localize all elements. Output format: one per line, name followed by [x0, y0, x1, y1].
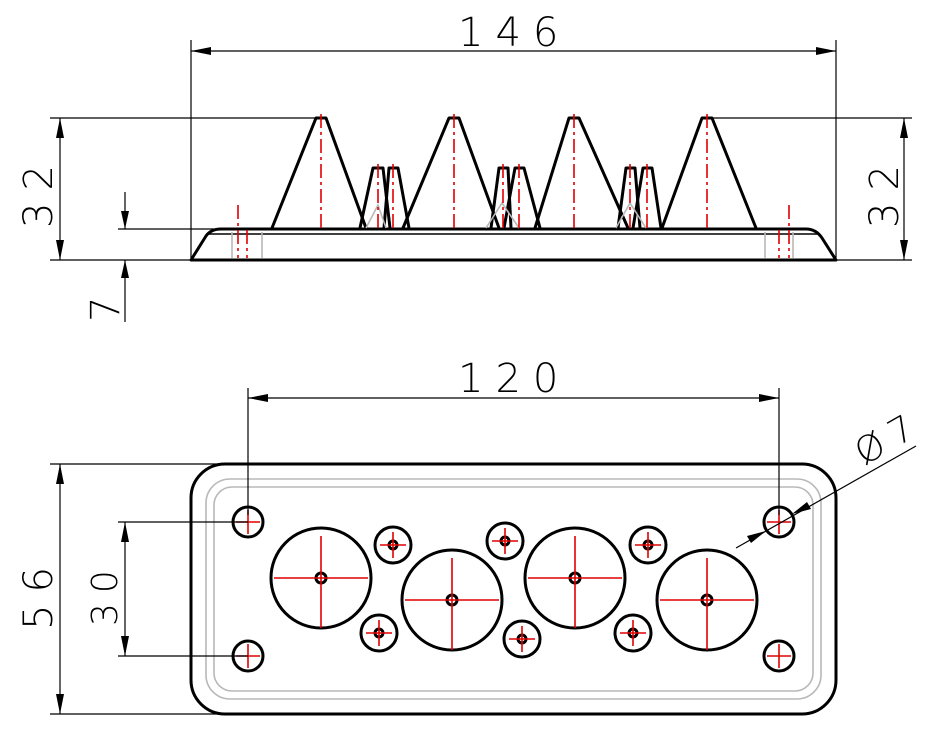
dim-base-thickness-label: 7: [83, 285, 129, 322]
base-plate-outline: [189, 227, 838, 262]
small-cone-plan: [485, 521, 525, 561]
dim-overall-length-label: 146: [458, 10, 570, 56]
small-cone-plan: [628, 525, 668, 565]
dimension-height-right: 32: [712, 117, 912, 261]
small-cone-plan: [613, 613, 653, 653]
dimension-base-thickness: 7: [83, 192, 280, 322]
plate-inner-outline-2: [213, 486, 814, 692]
large-cone-plan: [523, 526, 627, 630]
hidden-cone-line: [485, 201, 520, 229]
large-cone-plan: [655, 548, 759, 652]
small-cone-plan: [373, 525, 413, 565]
small-cone-plan: [359, 613, 399, 653]
dim-hole-spacing-label: 120: [458, 356, 570, 402]
top-view: 120 56 30 Ø7: [16, 356, 930, 716]
large-cone: [533, 116, 630, 230]
large-cone-plan: [400, 548, 504, 652]
plate-inner-outline: [205, 478, 822, 700]
large-cone: [401, 116, 501, 230]
dim-hole-pitch-label: 30: [85, 560, 126, 626]
large-cone-plan: [269, 526, 373, 630]
dim-hole-diameter-label: Ø7: [848, 403, 930, 474]
large-cone: [270, 116, 368, 230]
side-view: 146 32 32 7: [16, 10, 912, 322]
hidden-cone-line: [365, 202, 387, 229]
dimension-hole-spacing: 120: [247, 356, 780, 515]
mounting-hole: [762, 639, 796, 673]
dimension-overall-width: 56: [16, 463, 240, 715]
plate-outer-outline: [189, 462, 838, 716]
dimension-height-left: 32: [16, 117, 318, 261]
dimension-overall-length: 146: [190, 10, 837, 258]
dim-height-left-label: 32: [16, 153, 62, 228]
dimension-hole-pitch: 30: [85, 521, 248, 657]
large-cone: [660, 116, 758, 230]
dim-overall-width-label: 56: [16, 555, 62, 630]
small-cone-plan: [502, 619, 542, 659]
dim-height-right-label: 32: [862, 153, 908, 228]
